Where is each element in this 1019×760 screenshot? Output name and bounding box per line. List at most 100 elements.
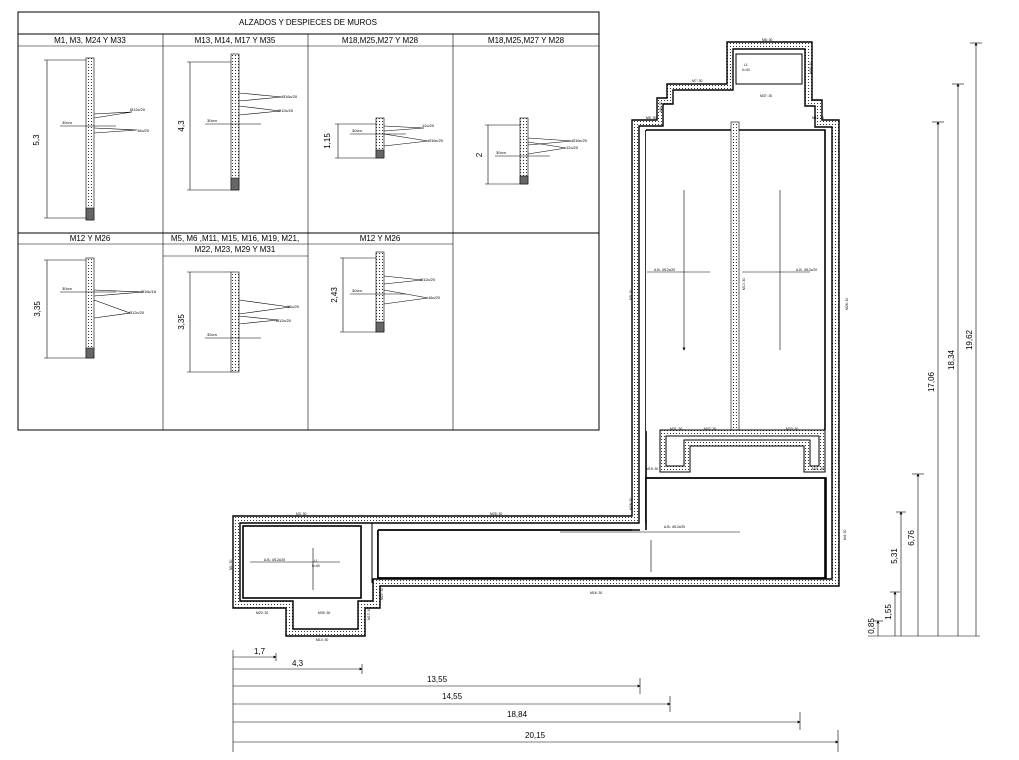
- wall-label: M11: 30: [812, 116, 824, 120]
- plan-center-wall: [730, 121, 740, 433]
- wall-elevations-table: ALZADOS Y DESPIECES DE MUROS M1, M3, M24…: [17, 11, 600, 431]
- wall-label: M1: 30: [229, 560, 233, 570]
- elevation-2-height: 4,3: [177, 120, 186, 132]
- wall-label: M6: 30: [659, 102, 663, 112]
- elevation-6: 3,35 30cm 16c/20 Ø12c/20: [177, 271, 300, 373]
- wall-label: M5: 30: [646, 116, 656, 120]
- elevation-7-height: 2,43: [330, 287, 339, 303]
- rebar-label: A.B.: Ø12c/20: [264, 558, 285, 562]
- rebar-label: A.B.: Ø12c/20: [796, 268, 817, 272]
- slab-thickness: h=40: [742, 68, 750, 72]
- plan-step-block: [659, 429, 826, 473]
- elevation-2-width: 30cm: [207, 118, 217, 123]
- elevation-3: 1,15 30cm 12c/20 Ø16c/20: [323, 117, 444, 159]
- wall-label: M26: 30: [845, 298, 849, 310]
- elevation-6-height: 3,35: [177, 314, 186, 330]
- wall-label: M25: 30: [490, 512, 502, 516]
- vertical-dimensions: 0,85 1,55 5,31 6,76 17,06 18,34 19,62: [867, 42, 982, 637]
- wall-label: M33: 30: [786, 427, 798, 431]
- wall-label: M31: 30: [670, 427, 682, 431]
- elevation-4-bar2: 12c/20: [566, 145, 579, 150]
- dim-h-6: 20,15: [525, 731, 546, 740]
- elevation-2: 4,3 30cm Ø16c/20 Ø12c/20: [177, 53, 298, 191]
- elevation-1-bar2: 16c/20: [137, 128, 150, 133]
- wall-label: M30: 30: [318, 611, 330, 615]
- slab-label: L1: [744, 63, 748, 67]
- cell-header-5: M12 Y M26: [70, 234, 111, 243]
- slab-thickness: h=40: [312, 564, 320, 568]
- wall-label: M9: 30: [629, 290, 633, 300]
- wall-label: M17: 30: [367, 608, 371, 620]
- cell-header-2: M13, M14, M17 Y M35: [195, 36, 276, 45]
- dim-v-4: 6,76: [907, 530, 916, 546]
- elevation-7-bar1: Ø12c/20: [420, 277, 436, 282]
- elevation-4: 2 30cm Ø16c/20 12c/20: [475, 117, 588, 185]
- plan-wall-band: [232, 41, 840, 637]
- elevation-5-bar2: Ø12c/20: [129, 310, 145, 315]
- plan-slab-box-left: [242, 525, 362, 599]
- elevation-3-height: 1,15: [323, 133, 332, 149]
- horizontal-dimensions: 1,7 4,3 13,55 14,55 18,84 20,15: [232, 647, 839, 752]
- wall-label: M19: 30: [646, 467, 658, 471]
- cell-header-3: M18,M25,M27 Y M28: [342, 36, 419, 45]
- elevation-5-bar1: Ø16c/16: [141, 289, 157, 294]
- cell-header-1: M1, M3, M24 Y M33: [54, 36, 126, 45]
- wall-label: M28: 30: [629, 498, 633, 510]
- elevation-4-bar1: Ø16c/20: [572, 138, 588, 143]
- slab-label: L1: [314, 559, 318, 563]
- foundation-plan: M8: 30 M7: 30 M6: 30 M5: 30 M37: 30 M11:…: [229, 38, 849, 642]
- rebar-label: A.B.: Ø12c/20: [664, 525, 685, 529]
- elevation-5-width: 30cm: [62, 286, 72, 291]
- wall-label: M20: 30: [256, 611, 268, 615]
- cell-header-6b: M22, M23, M29 Y M31: [195, 245, 276, 254]
- dim-h-2: 4,3: [292, 659, 304, 668]
- cell-header-7: M12 Y M26: [360, 234, 401, 243]
- elevation-6-bar1: 16c/20: [287, 304, 300, 309]
- cell-header-6a: M5, M6 ,M11, M15, M16, M19, M21,: [171, 234, 299, 243]
- table-title: ALZADOS Y DESPIECES DE MUROS: [239, 18, 377, 27]
- cell-header-4: M18,M25,M27 Y M28: [488, 36, 565, 45]
- elevation-1-width: 30cm: [62, 120, 72, 125]
- elevation-7-bar2: 16c/20: [428, 295, 441, 300]
- elevation-4-height: 2: [475, 152, 484, 157]
- wall-label: M7: 30: [692, 79, 702, 83]
- elevation-7: 2,43 30cm Ø12c/20 16c/20: [330, 251, 441, 333]
- elevation-5: 3,35 30cm Ø16c/16 Ø12c/20: [33, 257, 157, 359]
- elevation-5-height: 3,35: [33, 301, 42, 317]
- dim-v-6: 18,34: [947, 349, 956, 370]
- dim-h-1: 1,7: [254, 647, 266, 656]
- elevation-2-bar2: Ø12c/20: [278, 108, 294, 113]
- elevation-3-bar2: Ø16c/20: [428, 138, 444, 143]
- elevation-1: 5,3 30cm Ø12c/20 16c/20: [32, 57, 150, 221]
- dim-v-2: 1,55: [884, 604, 893, 620]
- elevation-2-bar1: Ø16c/20: [282, 94, 298, 99]
- wall-label: M14: 30: [316, 638, 328, 642]
- wall-label: M37: 30: [760, 94, 772, 98]
- elevation-4-width: 30cm: [496, 150, 506, 155]
- wall-label: M36: 30: [809, 62, 813, 74]
- wall-label: M16: 30: [590, 591, 602, 595]
- wall-label: M4: 30: [843, 530, 847, 540]
- dim-v-7: 19,62: [965, 329, 974, 350]
- elevation-3-width: 30cm: [352, 128, 362, 133]
- dim-h-3: 13,55: [427, 675, 448, 684]
- wall-label: M10: 30: [742, 278, 746, 290]
- dim-v-1: 0,85: [867, 618, 876, 634]
- elevation-7-width: 30cm: [352, 288, 362, 293]
- dim-v-5: 17,06: [927, 371, 936, 392]
- rebar-label: A.B.: Ø12c/20: [654, 268, 675, 272]
- elevation-1-bar1: Ø12c/20: [130, 107, 146, 112]
- elevation-6-bar2: Ø12c/20: [276, 318, 292, 323]
- wall-label: M8: 30: [762, 38, 772, 42]
- dim-h-4: 14,55: [442, 692, 463, 701]
- elevation-3-bar1: 12c/20: [422, 123, 435, 128]
- plan-slab-box-top: [735, 53, 803, 85]
- wall-label: M27: 30: [380, 588, 384, 600]
- wall-label: M3: 30: [296, 512, 306, 516]
- elevation-6-width: 30cm: [207, 332, 217, 337]
- dim-h-5: 18,84: [507, 710, 528, 719]
- wall-label: M32: 30: [704, 427, 716, 431]
- wall-label: M21: 30: [812, 467, 824, 471]
- elevation-1-height: 5,3: [32, 134, 41, 146]
